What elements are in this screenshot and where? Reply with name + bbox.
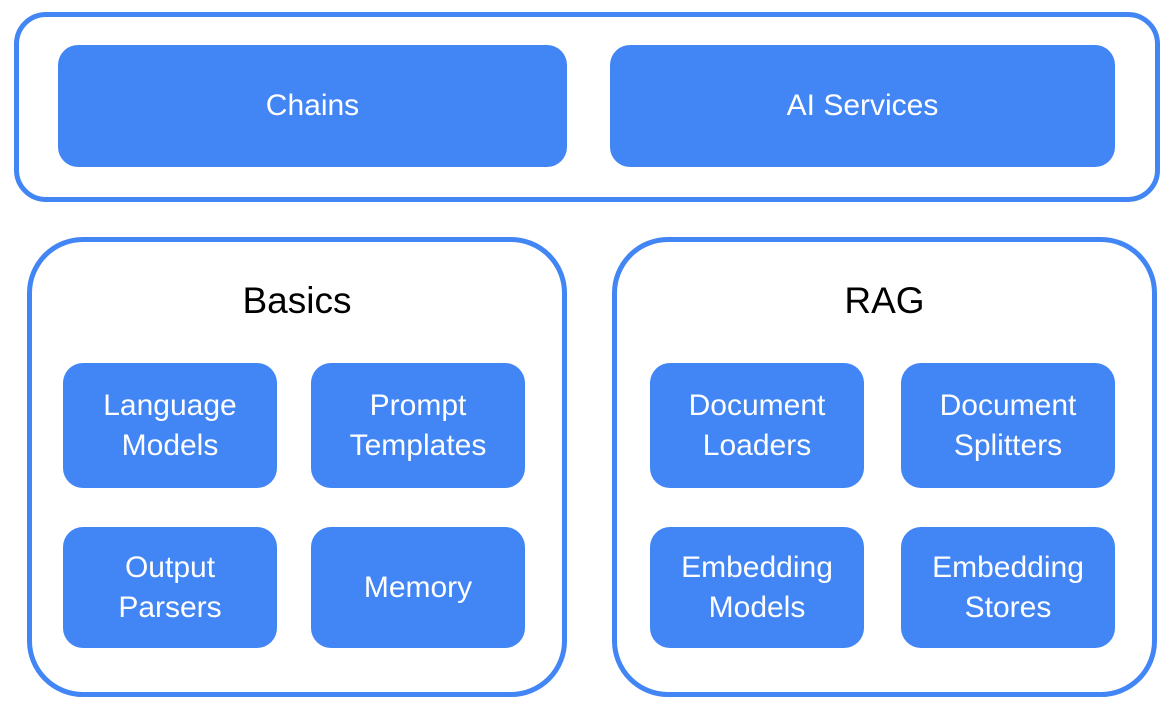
embedding-models-box: Embedding Models <box>650 527 864 648</box>
language-models-box: Language Models <box>63 363 277 488</box>
embedding-stores-box: Embedding Stores <box>901 527 1115 648</box>
basics-group-title: Basics <box>242 280 352 321</box>
language-models-label: Language Models <box>103 388 237 462</box>
ai-services-label: AI Services <box>786 89 939 122</box>
rag-group-title: RAG <box>844 280 925 321</box>
chains-box: Chains <box>58 45 567 167</box>
output-parsers-label: Output Parsers <box>118 550 222 624</box>
top-group-container: Chains AI Services <box>14 12 1160 202</box>
basics-group-container: Basics Language Models Prompt Templates … <box>27 237 567 697</box>
ai-services-box: AI Services <box>610 45 1115 167</box>
rag-group-container: RAG Document Loaders Document Splitters … <box>612 237 1157 697</box>
document-loaders-box: Document Loaders <box>650 363 864 488</box>
document-loaders-label: Document Loaders <box>688 388 826 462</box>
memory-box: Memory <box>311 527 525 648</box>
embedding-stores-label: Embedding Stores <box>932 550 1084 624</box>
prompt-templates-box: Prompt Templates <box>311 363 525 488</box>
memory-label: Memory <box>363 570 473 604</box>
prompt-templates-label: Prompt Templates <box>349 388 487 462</box>
chains-label: Chains <box>265 89 360 122</box>
output-parsers-box: Output Parsers <box>63 527 277 648</box>
document-splitters-box: Document Splitters <box>901 363 1115 488</box>
document-splitters-label: Document Splitters <box>939 388 1077 462</box>
embedding-models-label: Embedding Models <box>681 550 833 624</box>
